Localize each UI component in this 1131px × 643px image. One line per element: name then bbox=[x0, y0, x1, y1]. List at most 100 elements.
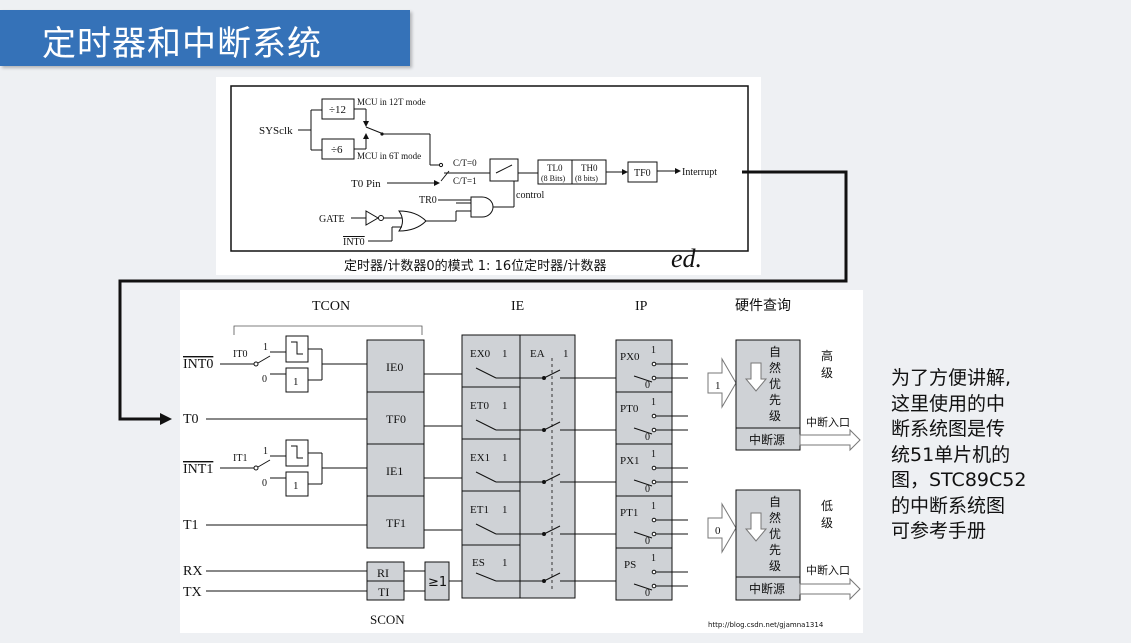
ie-bit-es-one: 1 bbox=[502, 557, 508, 569]
side-note-line: 断系统图是传 bbox=[891, 418, 1006, 440]
low-entry-arrow bbox=[799, 577, 861, 601]
ie-bit-es: ES bbox=[472, 557, 485, 569]
ip-bit-px0-one: 1 bbox=[651, 345, 656, 356]
low-np-0: 自 bbox=[769, 495, 781, 509]
or-gate bbox=[398, 210, 427, 232]
interrupt-diagram-svg: TCON IE IP 硬件查询 INT0 T0 INT1 T1 RX TX IT… bbox=[183, 298, 861, 629]
src-tx: TX bbox=[183, 585, 202, 600]
ie-row-et0: ET0 1 bbox=[470, 400, 616, 432]
it1-zero: 0 bbox=[262, 478, 267, 489]
low-int-source: 中断源 bbox=[749, 581, 785, 596]
ip-bit-ps-one: 1 bbox=[651, 553, 656, 564]
high-priority-query-box bbox=[735, 339, 801, 451]
it0-label: IT0 bbox=[233, 349, 247, 360]
tf0-label: TF0 bbox=[634, 168, 651, 179]
low-level-arrow bbox=[707, 502, 737, 554]
ip-bit-ps: PS bbox=[624, 559, 636, 571]
flag-ie0: IE0 bbox=[386, 360, 403, 374]
ea-one: 1 bbox=[563, 348, 569, 360]
side-note-line: 为了方便讲解, bbox=[891, 367, 1012, 389]
flag-ie1: IE1 bbox=[386, 464, 403, 478]
tl0-label: TL0 bbox=[547, 163, 563, 173]
int1-level-one: 1 bbox=[293, 480, 299, 492]
or-gate-label: ≥1 bbox=[428, 575, 447, 590]
high-label-0: 高 bbox=[821, 348, 833, 363]
ie-bit-et1-one: 1 bbox=[502, 504, 508, 516]
high-label-1: 级 bbox=[821, 366, 833, 380]
low-priority-query-box bbox=[735, 489, 801, 601]
ie-bit-ex1: EX1 bbox=[470, 452, 490, 464]
flag-tf0: TF0 bbox=[386, 412, 406, 426]
th0-label: TH0 bbox=[581, 163, 598, 173]
ip-row-px1: PX1 1 0 bbox=[620, 449, 688, 495]
it0-zero: 0 bbox=[262, 374, 267, 385]
t0pin-label: T0 Pin bbox=[351, 178, 381, 190]
gate-label: GATE bbox=[319, 214, 345, 225]
int0-level-one: 1 bbox=[293, 376, 299, 388]
ct0-label: C/T=0 bbox=[453, 158, 477, 168]
div12-label: ÷12 bbox=[329, 104, 346, 116]
ie-bit-et0-one: 1 bbox=[502, 400, 508, 412]
low-label-1: 级 bbox=[821, 516, 833, 530]
side-note-line: 可参考手册 bbox=[891, 520, 987, 542]
ie-bit-ex1-one: 1 bbox=[502, 452, 508, 464]
ie-row-et1: ET1 1 bbox=[470, 504, 616, 536]
flag-ti: TI bbox=[378, 585, 389, 599]
low-np-4: 级 bbox=[769, 559, 781, 573]
src-int0: INT0 bbox=[183, 357, 213, 372]
ea-label: EA bbox=[530, 348, 545, 360]
flag-tf1: TF1 bbox=[386, 516, 406, 530]
high-level-arrow bbox=[707, 357, 737, 409]
ip-bit-px1: PX1 bbox=[620, 455, 640, 467]
ie-bit-ex0: EX0 bbox=[470, 348, 491, 360]
ip-header: IP bbox=[635, 299, 648, 314]
mode12t-label: MCU in 12T mode bbox=[357, 97, 426, 107]
ip-bit-ps-zero: 0 bbox=[645, 588, 650, 599]
ie-bit-ex0-one: 1 bbox=[502, 348, 508, 360]
ip-bit-px1-zero: 0 bbox=[645, 484, 650, 495]
src-t0: T0 bbox=[183, 412, 199, 427]
high-np-3: 先 bbox=[769, 393, 781, 407]
ct1-label: C/T=1 bbox=[453, 176, 477, 186]
th0-bits-label: (8 bits) bbox=[575, 174, 598, 183]
slide-title: 定时器和中断系统 bbox=[42, 24, 322, 64]
ie-bit-et1: ET1 bbox=[470, 504, 489, 516]
high-np-4: 级 bbox=[769, 409, 781, 423]
flag-ri: RI bbox=[377, 566, 389, 580]
timer-caption: 定时器/计数器0的模式 1: 16位定时器/计数器 bbox=[344, 258, 607, 274]
ip-bit-pt1-one: 1 bbox=[651, 501, 656, 512]
src-t1: T1 bbox=[183, 518, 199, 533]
high-np-2: 优 bbox=[769, 377, 781, 391]
high-priority-down-arrow bbox=[744, 362, 768, 392]
timer-mode1-figure: SYSclk ÷12 ÷6 MCU in 12T mode MCU in 6T … bbox=[216, 77, 761, 275]
ip-bit-pt1: PT1 bbox=[620, 507, 638, 519]
interrupt-label: Interrupt bbox=[682, 167, 717, 178]
tl0-bits-label: (8 Bits) bbox=[541, 174, 566, 183]
side-note-line: 的中断系统图 bbox=[891, 494, 1006, 517]
ip-bit-px0-zero: 0 bbox=[645, 380, 650, 391]
ip-row-pt0: PT0 1 0 bbox=[620, 397, 688, 443]
it0-one: 1 bbox=[263, 342, 268, 353]
it1-label: IT1 bbox=[233, 453, 247, 464]
low-arrow-zero: 0 bbox=[715, 525, 721, 537]
src-int1: INT1 bbox=[183, 462, 213, 477]
side-note-line: 图，STC89C52 bbox=[891, 469, 1027, 491]
faint-watermark-ed: ed. bbox=[671, 244, 702, 273]
high-arrow-one: 1 bbox=[715, 380, 721, 392]
div6-label: ÷6 bbox=[331, 144, 343, 156]
not-gate bbox=[365, 210, 379, 226]
ie-header: IE bbox=[511, 299, 524, 314]
sysclk-label: SYSclk bbox=[259, 125, 293, 137]
interrupt-system-figure: TCON IE IP 硬件查询 INT0 T0 INT1 T1 RX TX IT… bbox=[180, 290, 863, 633]
low-label-0: 低 bbox=[821, 499, 833, 513]
ip-bit-px0: PX0 bbox=[620, 351, 640, 363]
side-note-line: 这里使用的中 bbox=[891, 392, 1006, 415]
blog-watermark: http://blog.csdn.net/gjamna1314 bbox=[708, 621, 824, 629]
ie-bit-et0: ET0 bbox=[470, 400, 489, 412]
low-entry-label: 中断入口 bbox=[806, 563, 850, 577]
or-gate-box bbox=[424, 561, 450, 601]
high-np-1: 然 bbox=[769, 360, 781, 375]
ip-bit-pt0-one: 1 bbox=[651, 397, 656, 408]
timer-diagram-svg: SYSclk ÷12 ÷6 MCU in 12T mode MCU in 6T … bbox=[230, 85, 749, 274]
mode6t-label: MCU in 6T mode bbox=[357, 151, 421, 161]
